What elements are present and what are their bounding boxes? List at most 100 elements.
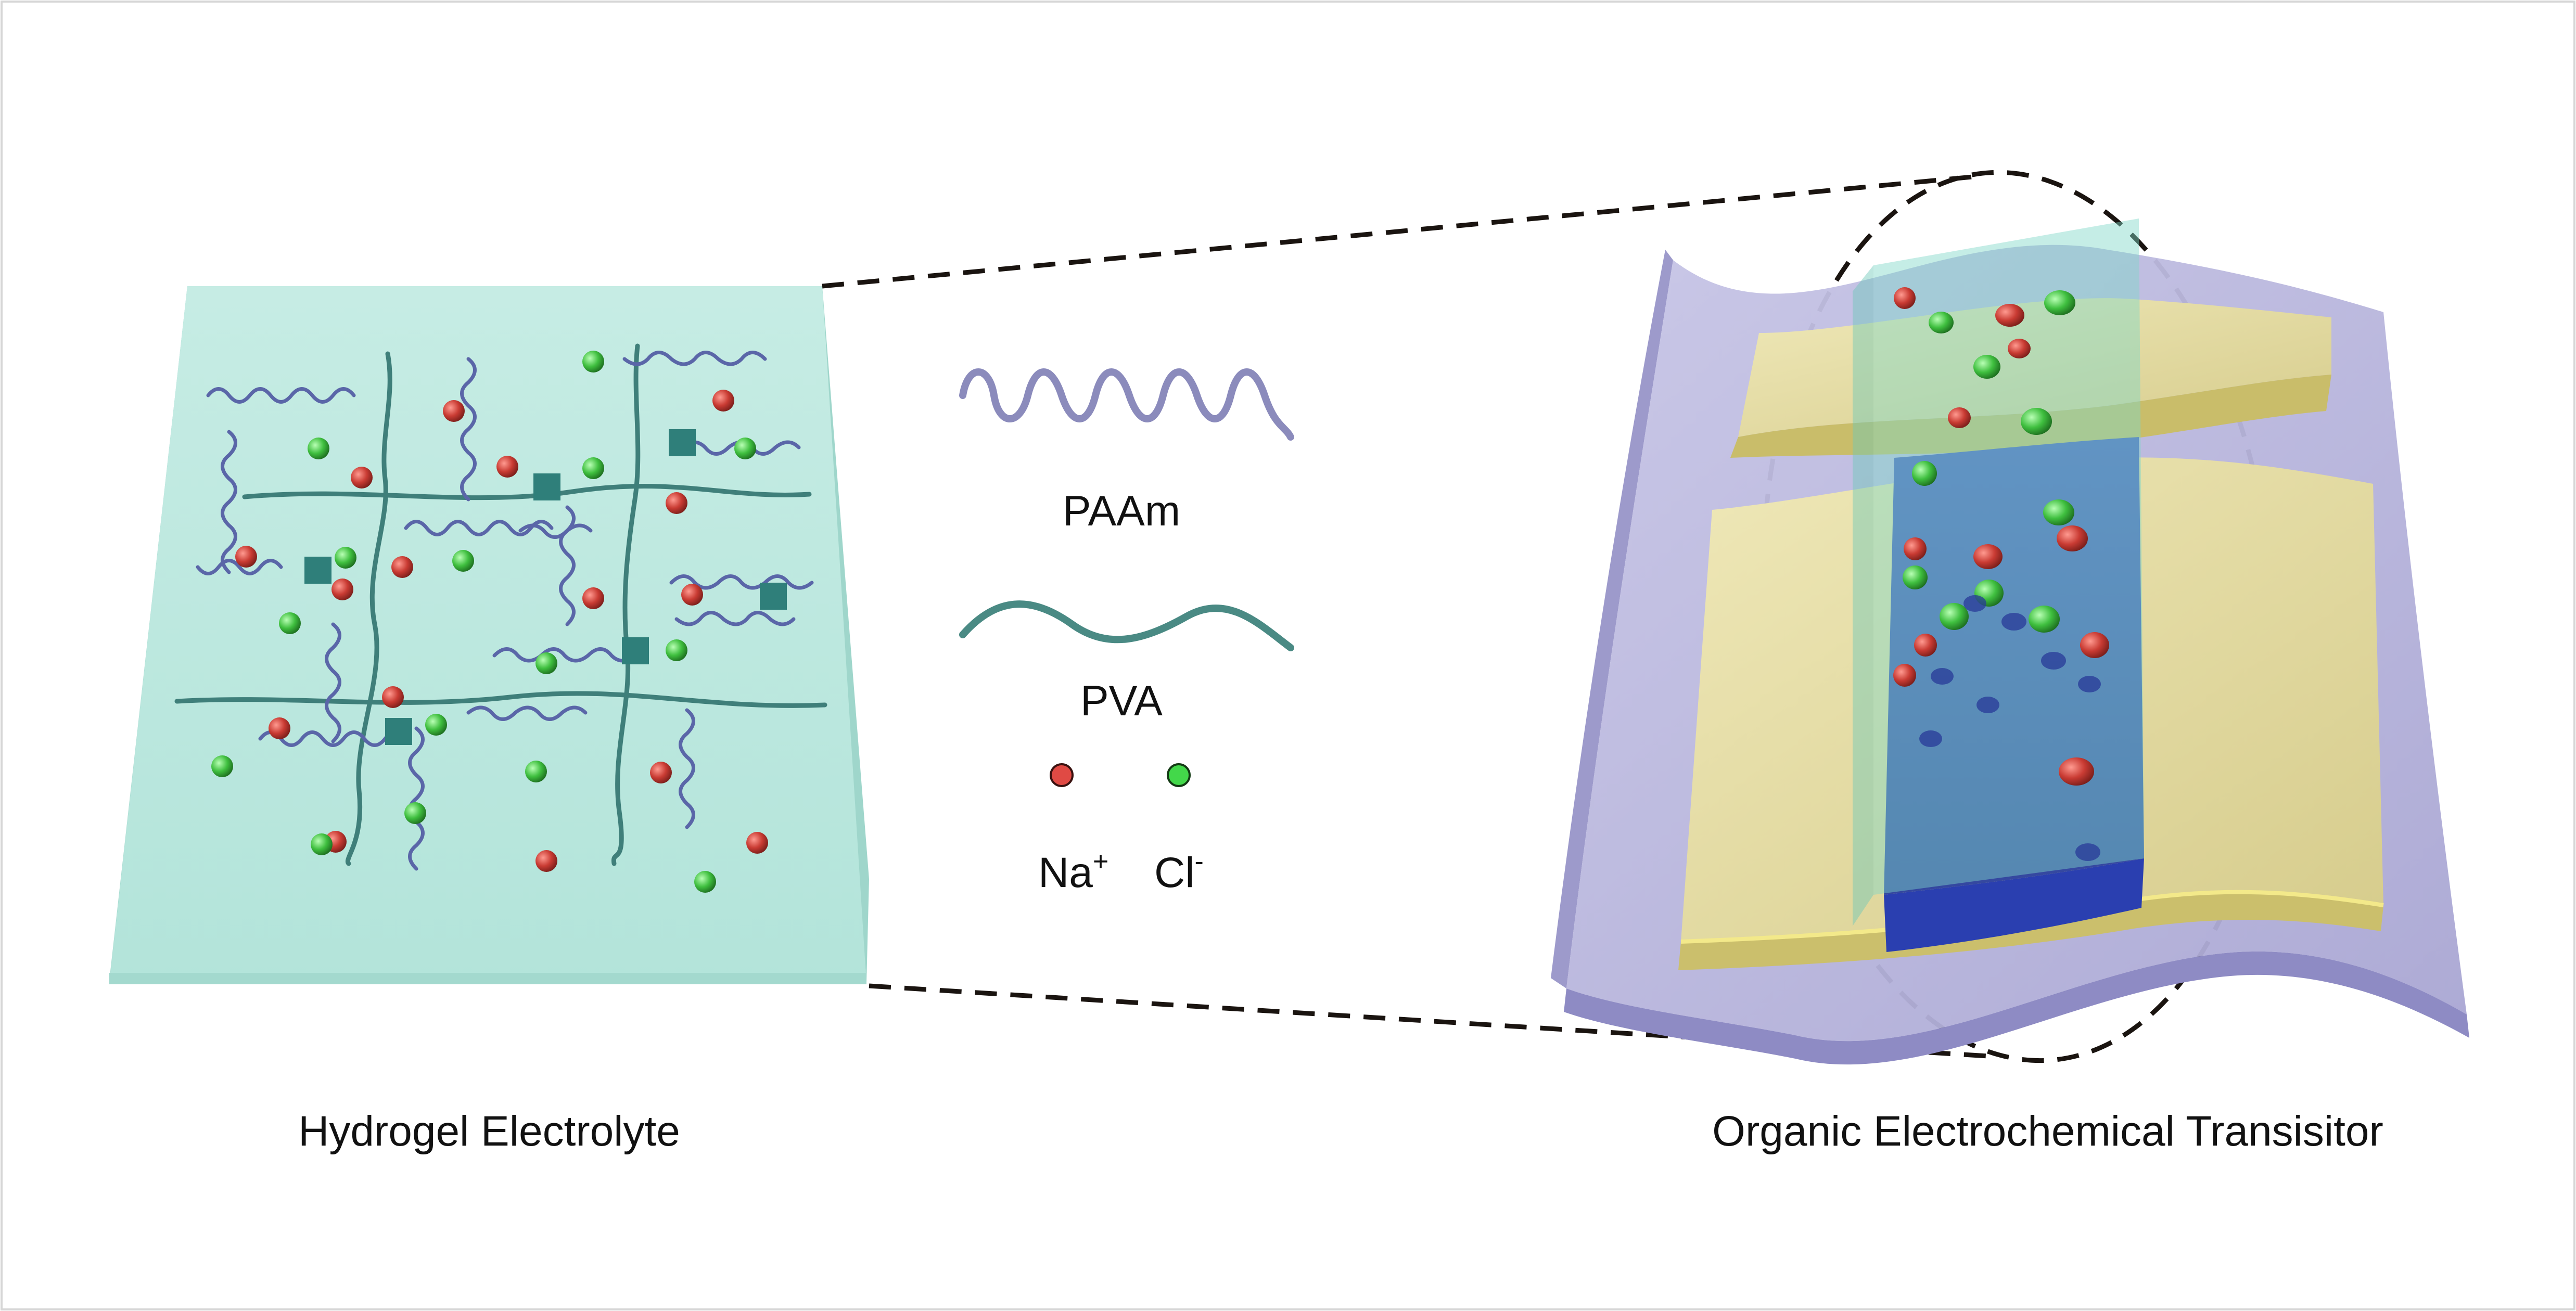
na-legend-label: Na+ — [1038, 846, 1108, 896]
right-panel-title: Organic Electrochemical Transisitor — [1712, 1108, 2383, 1155]
hydrogel-top-face — [109, 286, 866, 983]
channel-site — [1931, 668, 1954, 685]
cl-ion — [1903, 565, 1928, 589]
cl-ion — [666, 639, 687, 661]
pva-legend-label: PVA — [1080, 677, 1163, 725]
na-ion — [1893, 664, 1916, 687]
paam-chain — [460, 357, 477, 502]
cl-ion — [582, 457, 604, 479]
hydrogel-front-edge — [109, 973, 866, 984]
na-ion — [1914, 634, 1937, 657]
paam-chain — [669, 574, 814, 590]
cl-ion — [425, 714, 447, 736]
cl-ion — [1973, 355, 2000, 379]
cl-ion — [2021, 408, 2052, 435]
paam-legend-icon — [959, 368, 1294, 441]
paam-chain — [674, 611, 796, 626]
cl-ion — [279, 612, 301, 634]
cl-ion — [535, 652, 557, 674]
na-ion — [269, 717, 290, 739]
left-panel-title: Hydrogel Electrolyte — [298, 1108, 680, 1155]
cl-ion — [1929, 312, 1954, 333]
paam-chain — [622, 351, 767, 366]
paam-chain — [404, 520, 554, 536]
na-ion — [1995, 304, 2024, 327]
cl-ion — [734, 438, 756, 459]
electrolyte-slab — [1873, 219, 2144, 895]
na-ion — [746, 832, 768, 854]
cl-ion — [404, 802, 426, 824]
legend: PAAm PVA Na+ Cl- — [959, 368, 1294, 896]
cl-legend-label: Cl- — [1154, 846, 1204, 896]
na-ion — [351, 467, 373, 489]
cl-ion — [335, 547, 356, 569]
crosslink-cube — [669, 429, 696, 456]
zoom-line-top — [822, 174, 1973, 289]
substrate-front-edge — [1564, 951, 2469, 1065]
na-ion — [650, 762, 672, 783]
na-ion — [582, 587, 604, 609]
cl-ion — [1912, 461, 1937, 486]
channel-site — [2075, 843, 2100, 861]
crosslink-cube — [533, 473, 560, 500]
na-ion — [235, 546, 257, 568]
pva-legend-icon — [959, 600, 1294, 651]
paam-chain — [492, 647, 637, 663]
pva-chain — [346, 351, 392, 866]
cl-ion — [582, 351, 604, 372]
na-ion — [535, 850, 557, 872]
organic-channel-edge — [1884, 858, 2144, 952]
cl-ion — [2029, 606, 2060, 633]
electrolyte-slab-side — [1853, 265, 1873, 926]
cl-ion — [308, 438, 329, 459]
paam-chain — [196, 559, 283, 575]
na-ion — [443, 400, 465, 422]
cl-legend-dot — [1167, 763, 1191, 787]
na-ion — [666, 492, 687, 514]
na-ion — [391, 556, 413, 578]
paam-chain — [206, 387, 356, 404]
channel-site — [1919, 730, 1942, 747]
paam-chain — [466, 705, 588, 721]
na-ion — [2080, 632, 2109, 658]
cl-ion — [452, 550, 474, 572]
crosslink-cube — [622, 637, 649, 664]
oect-device — [1551, 219, 2469, 1065]
cl-ion — [311, 833, 333, 855]
crosslink-cube — [304, 557, 331, 584]
paam-chain — [258, 730, 408, 747]
na-legend-dot — [1050, 763, 1074, 787]
na-ion — [681, 584, 703, 606]
crosslink-cube — [760, 583, 787, 610]
na-ion — [496, 456, 518, 478]
na-ion — [1894, 287, 1916, 309]
na-ion — [712, 390, 734, 412]
paam-chain — [408, 726, 425, 871]
na-ion — [382, 686, 404, 708]
paam-chain — [518, 523, 593, 539]
channel-site — [2001, 613, 2026, 631]
source-electrode — [1738, 298, 2331, 437]
na-ion — [2008, 339, 2031, 358]
substrate-side — [1551, 250, 1673, 988]
na-ion — [2059, 757, 2094, 786]
na-ion — [331, 579, 353, 600]
na-ion — [1973, 544, 2003, 569]
paam-chain — [221, 430, 237, 574]
pva-chain — [174, 691, 827, 708]
paam-chain — [679, 708, 695, 829]
cl-ion — [1940, 603, 1969, 630]
paam-chain — [325, 622, 341, 743]
channel-site — [1976, 697, 1999, 713]
cl-ion — [2043, 499, 2074, 525]
channel-site — [2041, 652, 2066, 670]
na-ion — [2057, 525, 2088, 551]
cl-ion — [2044, 290, 2075, 315]
crosslink-cube — [385, 718, 412, 745]
paam-legend-label: PAAm — [1063, 487, 1180, 535]
cl-ion — [525, 761, 547, 782]
na-ion — [1904, 537, 1927, 560]
cl-ion — [211, 755, 233, 777]
